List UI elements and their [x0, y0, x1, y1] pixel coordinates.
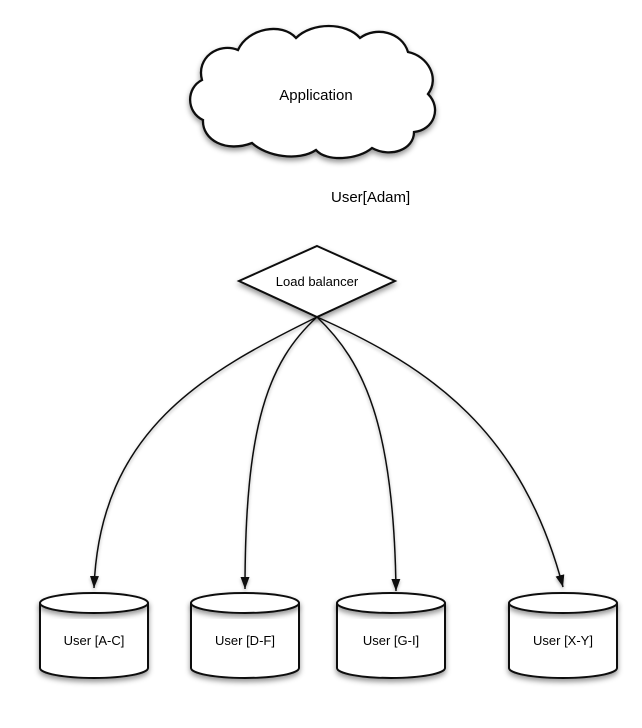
load-balancer-diamond-shape	[236, 244, 398, 319]
app-to-lb-arrow-label: User[Adam]	[331, 189, 410, 206]
shard4-cylinder-shape	[508, 603, 618, 679]
shard4-label: User [X-Y]	[533, 633, 593, 648]
load-balancer-node: Load balancer	[236, 244, 398, 319]
shard1-cylinder-top	[39, 592, 149, 614]
shard3-label: User [G-I]	[363, 633, 419, 648]
lb-to-shard2-arrow	[240, 316, 318, 590]
shard2-cylinder-shape	[190, 603, 300, 679]
shard1-node: User [A-C]	[39, 592, 149, 679]
lb-to-shard3-arrow	[316, 316, 401, 592]
load-balancer-label: Load balancer	[276, 274, 359, 289]
shard2-cylinder-top	[190, 592, 300, 614]
shard1-cylinder-shape	[39, 603, 149, 679]
lb-to-shard1-arrow	[89, 316, 318, 589]
shard4-cylinder-top	[508, 592, 618, 614]
lb-to-shard-arrows	[89, 316, 565, 592]
application-label: Application	[279, 87, 352, 104]
lb-to-shard4-arrow	[316, 316, 565, 588]
shard3-cylinder-top	[336, 592, 446, 614]
shard4-node: User [X-Y]	[508, 592, 618, 679]
application-cloud-shape	[188, 24, 437, 160]
shard2-label: User [D-F]	[215, 633, 275, 648]
shard3-node: User [G-I]	[336, 592, 446, 679]
shard1-label: User [A-C]	[64, 633, 125, 648]
application-node: Application	[188, 24, 437, 160]
shard3-cylinder-shape	[336, 603, 446, 679]
shard2-node: User [D-F]	[190, 592, 300, 679]
